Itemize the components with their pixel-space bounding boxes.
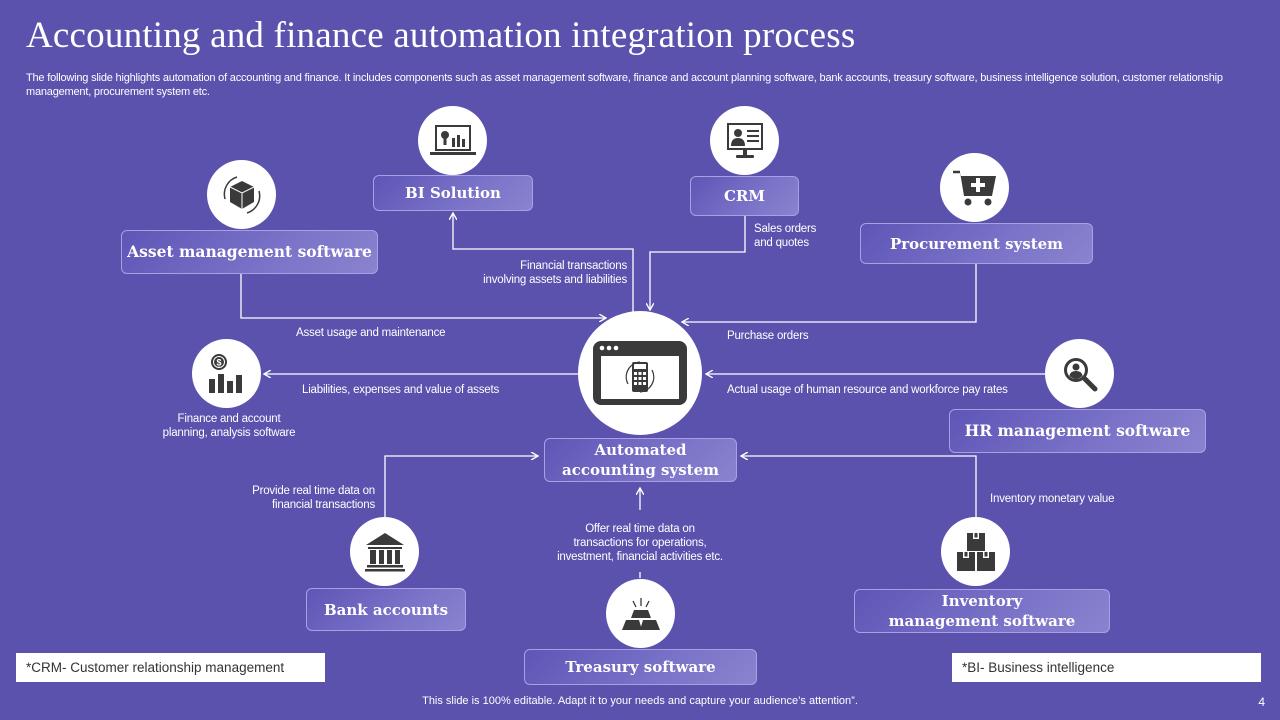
finance-label-line1: Finance and account [177,413,281,425]
slide-footer: This slide is 100% editable. Adapt it to… [422,695,858,707]
sales-line2: and quotes [754,237,809,249]
node-bank-accounts[interactable]: Bank accounts [306,588,466,631]
flow-label-purchase-orders: Purchase orders [727,330,809,342]
inventory-label-line1: Inventory [941,592,1023,610]
node-hr-management[interactable]: HR management software [949,409,1206,453]
flow-asset-to-center [240,274,606,318]
gold-bars-icon [621,597,660,630]
finance-icon-circle: $ [192,339,261,408]
center-icon-circle [578,311,702,435]
center-label-line2: accounting system [562,461,719,479]
flow-label-bank: Provide real time data on financial tran… [205,484,375,512]
page-number: 4 [1258,695,1265,709]
flow-label-asset-usage: Asset usage and maintenance [296,327,446,339]
flow-procurement-to-center [682,264,977,322]
financial-tx-line1: Financial transactions [520,260,627,272]
inventory-icon-circle [941,517,1010,586]
center-node-automated-accounting[interactable]: Automated accounting system [544,438,737,482]
node-bi-solution[interactable]: BI Solution [373,175,533,211]
flow-crm-to-center [650,216,746,310]
flow-center-to-bi [453,213,634,312]
note-bi-definition: *BI- Business intelligence [952,653,1261,682]
note-crm-definition: *CRM- Customer relationship management [16,653,325,682]
flow-label-liabilities: Liabilities, expenses and value of asset… [302,384,500,396]
treasury-flow-line1: Offer real time data on [585,523,695,535]
cart-plus-icon [952,170,996,205]
node-inventory-management[interactable]: Inventory management software [854,589,1110,633]
bank-flow-line2: financial transactions [272,499,375,511]
cube-cycle-icon [223,175,260,214]
slide-title: Accounting and finance automation integr… [26,15,856,56]
inventory-label-line2: management software [888,612,1076,630]
flow-inventory-to-center [741,456,977,517]
dollar-chart-icon: $ [208,353,242,393]
flow-label-financial-transactions: Financial transactions involving assets … [440,259,627,287]
flow-bank-to-center [384,456,538,517]
node-finance-label[interactable]: Finance and account planning, analysis s… [140,412,318,440]
sales-line1: Sales orders [754,223,817,235]
node-procurement-system[interactable]: Procurement system [860,223,1093,264]
flow-label-inventory: Inventory monetary value [990,493,1115,505]
bi-icon-circle [418,106,487,175]
crm-icon-circle [710,106,779,175]
svg-text:$: $ [216,357,221,367]
center-label-line1: Automated [594,441,687,459]
user-search-icon [1063,357,1097,391]
procurement-icon-circle [940,153,1009,222]
node-treasury-software[interactable]: Treasury software [524,649,757,685]
hr-icon-circle [1045,339,1114,408]
asset-icon-circle [207,160,276,229]
treasury-flow-line3: investment, financial activities etc. [557,551,723,563]
flow-label-sales-orders: Sales orders and quotes [754,222,816,250]
financial-tx-line2: involving assets and liabilities [483,274,627,286]
finance-label-line2: planning, analysis software [162,427,296,439]
treasury-icon-circle [606,579,675,648]
flow-label-treasury: Offer real time data on transactions for… [520,522,760,564]
bank-flow-line1: Provide real time data on [252,485,375,497]
boxes-icon [956,532,995,571]
monitor-user-icon [726,122,763,158]
node-crm[interactable]: CRM [690,176,799,216]
bank-icon-circle [350,517,419,586]
slide-subtitle: The following slide highlights automatio… [26,72,1223,98]
bank-icon [364,532,405,571]
flow-label-hr-usage: Actual usage of human resource and workf… [727,384,1008,396]
calculator-window-icon [593,341,687,405]
treasury-flow-line2: transactions for operations, [573,537,707,549]
node-asset-management[interactable]: Asset management software [121,230,378,274]
monitor-chart-icon [429,124,476,155]
